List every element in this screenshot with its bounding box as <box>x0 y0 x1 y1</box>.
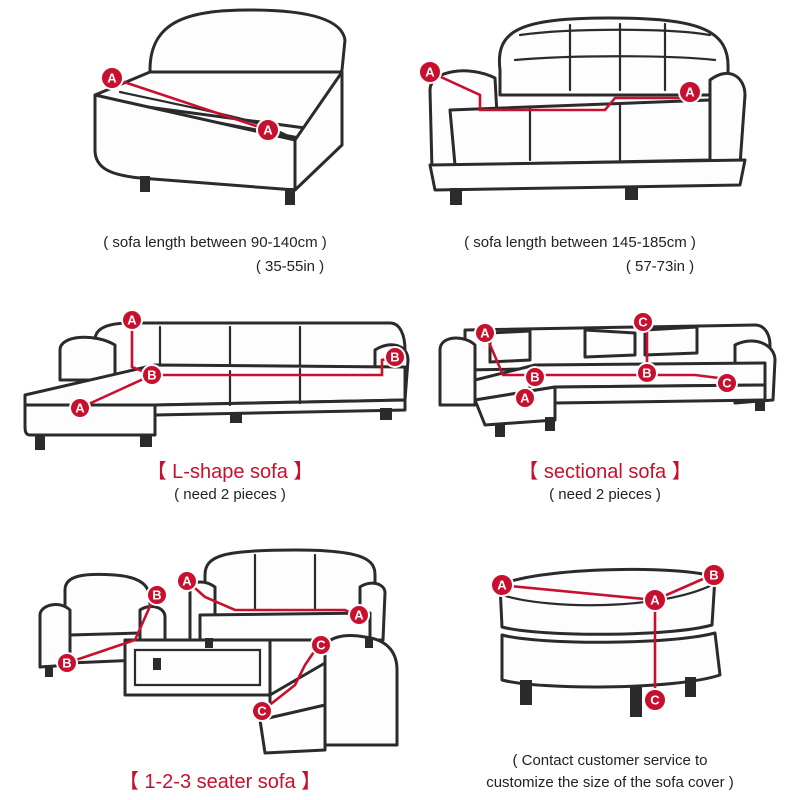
svg-text:A: A <box>685 85 695 100</box>
badge-c: C <box>310 634 332 656</box>
l-shape-sofa-illustration: A B B A <box>23 309 410 450</box>
badge-b: B <box>524 366 546 388</box>
badge-b: B <box>141 364 163 386</box>
badge-b: B <box>56 652 78 674</box>
badge-a: A <box>514 387 536 409</box>
badge-c: C <box>643 688 667 712</box>
sectional-title: 【 sectional sofa 】 <box>518 461 692 483</box>
badge-a: A <box>100 66 124 90</box>
svg-text:C: C <box>722 376 732 391</box>
svg-text:B: B <box>147 368 156 383</box>
svg-text:A: A <box>75 401 85 416</box>
svg-text:A: A <box>497 578 507 593</box>
svg-text:A: A <box>520 391 530 406</box>
armless-sofa-illustration: A A <box>93 8 347 205</box>
svg-text:B: B <box>530 370 539 385</box>
badge-c: C <box>716 372 738 394</box>
l-shape-subtitle: ( need 2 pieces ) <box>174 486 286 503</box>
svg-text:B: B <box>390 350 399 365</box>
caption-inches-line: ( 35-55in ) <box>255 258 325 275</box>
svg-text:B: B <box>152 588 161 603</box>
badge-a: A <box>490 573 514 597</box>
svg-text:A: A <box>480 326 490 341</box>
svg-text:A: A <box>425 65 435 80</box>
svg-text:C: C <box>650 693 660 708</box>
badge-b: B <box>384 346 406 368</box>
badge-a: A <box>643 588 667 612</box>
svg-text:A: A <box>127 313 137 328</box>
badge-a: A <box>474 322 496 344</box>
ottoman-illustration: A A B C <box>490 563 726 717</box>
badge-a: A <box>418 60 442 84</box>
svg-text:C: C <box>638 315 648 330</box>
svg-text:A: A <box>650 593 660 608</box>
sectional-sofa-illustration: A B A C B C <box>438 311 777 437</box>
badge-a: A <box>348 604 370 626</box>
seater-set-title: 【 1-2-3 seater sofa 】 <box>118 771 322 793</box>
badge-a: A <box>121 309 143 331</box>
large-sofa-illustration: A A <box>418 16 747 205</box>
caption-inches-line: ( 57-73in ) <box>625 258 695 275</box>
badge-a: A <box>678 80 702 104</box>
ottoman-caption-line2: customize the size of the sofa cover ) <box>486 774 734 791</box>
svg-text:B: B <box>642 366 651 381</box>
svg-text:C: C <box>257 704 267 719</box>
badge-a: A <box>69 397 91 419</box>
badge-a: A <box>176 570 198 592</box>
svg-text:C: C <box>316 638 326 653</box>
badge-c: C <box>632 311 654 333</box>
svg-text:A: A <box>354 608 364 623</box>
badge-b: B <box>636 362 658 384</box>
svg-text:B: B <box>62 656 71 671</box>
svg-text:A: A <box>182 574 192 589</box>
caption-length-line: ( sofa length between 90-140cm ) <box>103 234 327 251</box>
badge-a: A <box>256 118 280 142</box>
l-shape-title: 【 L-shape sofa 】 <box>146 461 314 483</box>
ottoman-caption-line1: ( Contact customer service to <box>512 752 708 769</box>
badge-c: C <box>251 700 273 722</box>
svg-text:A: A <box>107 71 117 86</box>
svg-text:B: B <box>709 568 718 583</box>
svg-text:A: A <box>263 123 273 138</box>
badge-b: B <box>146 584 168 606</box>
caption-length-line: ( sofa length between 145-185cm ) <box>464 234 696 251</box>
badge-b: B <box>702 563 726 587</box>
seater-set-illustration: A A B B C C <box>38 548 399 755</box>
sectional-subtitle: ( need 2 pieces ) <box>549 486 661 503</box>
